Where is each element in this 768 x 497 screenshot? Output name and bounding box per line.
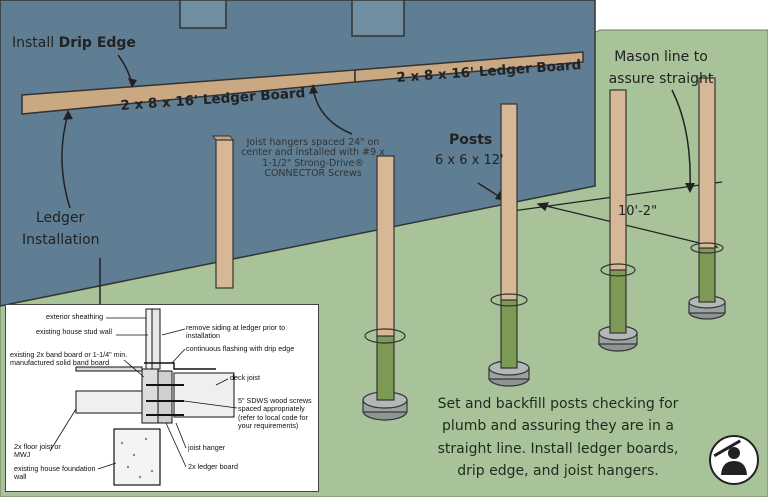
- inset-joist-hanger: joist hanger: [188, 443, 226, 452]
- ledger-board-right: [354, 51, 584, 83]
- mason-line-label: Mason line to assure straight: [608, 49, 714, 87]
- inset-exterior-sheathing: exterior sheathing: [46, 312, 104, 321]
- inset-floor-joist: 2x floor joist or MWJ: [14, 442, 61, 460]
- post-2: [362, 155, 408, 421]
- ledger-installation-label-line2: Installation: [22, 232, 100, 248]
- post-5: [688, 77, 726, 320]
- inset-existing-band-board: existing 2x band board or 1-1/4" min. ma…: [10, 350, 128, 368]
- posts-title: Posts: [449, 132, 493, 148]
- joist-hanger-arrow: [312, 87, 353, 135]
- post-4: [598, 89, 638, 352]
- posts-size: 6 x 6 x 12': [435, 153, 504, 168]
- post-1: [212, 135, 234, 289]
- ledger-installation-label-line1: Ledger: [36, 210, 85, 226]
- window-left: [179, 0, 227, 29]
- mason-line-arrow: [671, 89, 691, 189]
- joist-hangers-note: Joist hangers spaced 24" on center and i…: [241, 137, 385, 180]
- inset-sdws-screws: 5" SDWS wood screws spaced appropriately…: [238, 396, 312, 430]
- drip-edge-bold: Drip Edge: [58, 35, 136, 51]
- ledger-installation-arrow: [61, 113, 71, 209]
- inset-continuous-flashing: continuous flashing with drip edge: [186, 344, 295, 353]
- ledger-detail-inset: exterior sheathing existing house stud w…: [5, 304, 319, 492]
- drip-edge-prefix: Install: [12, 35, 59, 51]
- post-3: [488, 103, 530, 387]
- inset-foundation-wall: existing house foundation wall: [14, 464, 96, 482]
- inset-ledger-board: 2x ledger board: [188, 462, 238, 471]
- inset-existing-house-stud-wall: existing house stud wall: [36, 327, 112, 336]
- carpenter-logo-icon: [709, 435, 759, 485]
- window-right: [351, 0, 405, 37]
- spacing-label: 10'-2": [618, 204, 658, 219]
- inset-remove-siding: remove siding at ledger prior to install…: [186, 323, 286, 341]
- ledger-detail-drawing: [49, 308, 238, 486]
- inset-deck-joist: deck joist: [230, 373, 260, 382]
- instructions-text: Set and backfill posts checking for plum…: [437, 396, 679, 480]
- house-wall: [0, 0, 596, 307]
- drip-edge-label: Install Drip Edge: [12, 35, 136, 51]
